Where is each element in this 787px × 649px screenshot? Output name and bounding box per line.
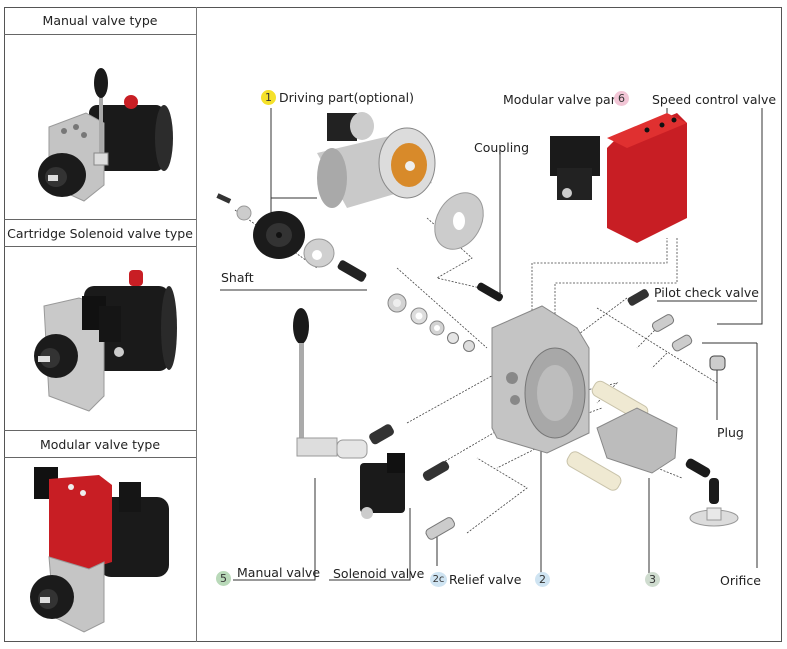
label-orifice: Orifice — [720, 573, 761, 588]
badge-modular-valve-part: 6 — [614, 91, 629, 106]
solenoid-valve-part — [360, 453, 450, 519]
manual-valve-part — [293, 308, 394, 459]
type-title-modular: Modular valve type — [4, 430, 196, 458]
badge-text: 3 — [649, 573, 656, 586]
main-housing — [491, 305, 590, 454]
type-title-manual: Manual valve type — [4, 7, 196, 35]
type-title-cartridge-solenoid: Cartridge Solenoid valve type — [4, 219, 196, 247]
label-plug: Plug — [717, 425, 744, 440]
motor-part — [317, 112, 436, 208]
exploded-view-diagram — [216, 108, 763, 581]
label-solenoid-valve: Solenoid valve — [333, 566, 425, 581]
cartridge-solenoid-unit-image — [4, 246, 196, 430]
badge-pump: 3 — [645, 572, 660, 587]
pulley-part — [216, 193, 335, 268]
leader-lines — [220, 108, 763, 581]
shaft-part — [337, 260, 475, 352]
label-manual-valve: Manual valve — [237, 565, 321, 580]
badge-housing: 2 — [535, 572, 550, 587]
label-speed-control-valve: Speed control valve — [652, 92, 777, 107]
badge-relief-valve: 2c — [430, 572, 447, 587]
manual-valve-unit-image — [4, 35, 196, 219]
badge-text: 1 — [265, 91, 272, 104]
coupling-part — [434, 192, 504, 302]
label-pilot-check-valve: Pilot check valve — [654, 285, 759, 300]
label-relief-valve: Relief valve — [449, 572, 522, 587]
relief-valve-part — [425, 517, 456, 540]
modular-valve-block — [550, 113, 687, 243]
diagram-frame — [4, 7, 782, 642]
badge-manual-valve: 5 — [216, 571, 231, 586]
badge-driving-part: 1 — [261, 90, 276, 105]
label-modular-valve-part: Modular valve part — [503, 92, 621, 107]
small-cartridges — [627, 289, 726, 371]
badge-text: 6 — [618, 92, 625, 105]
label-shaft: Shaft — [221, 270, 254, 285]
pump-gear — [566, 380, 739, 527]
badge-text: 2 — [539, 573, 546, 586]
badge-text: 2c — [432, 574, 445, 585]
modular-valve-unit-image — [4, 457, 196, 641]
label-coupling: Coupling — [474, 140, 530, 155]
label-driving-part: Driving part(optional) — [279, 90, 414, 105]
product-type-column: Manual valve type Cartridge Solenoid val… — [4, 7, 197, 642]
badge-text: 5 — [220, 572, 227, 585]
